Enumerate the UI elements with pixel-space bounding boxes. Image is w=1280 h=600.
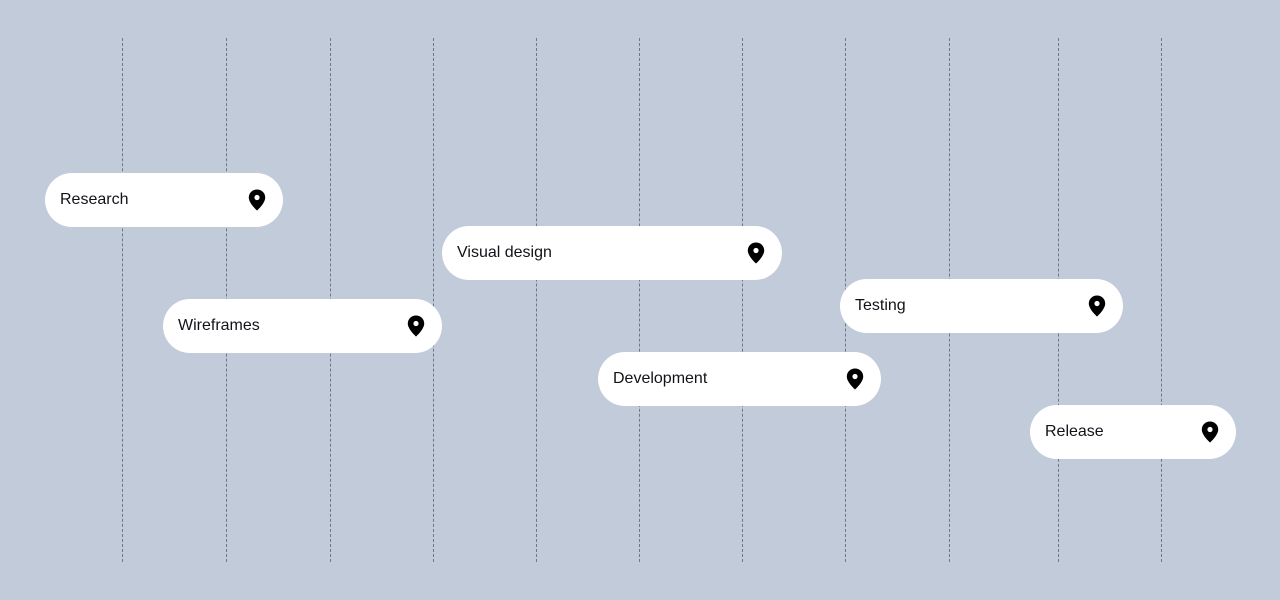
milestone-label: Development (613, 370, 708, 387)
map-pin-icon[interactable] (248, 189, 266, 211)
milestone-label: Release (1045, 423, 1104, 440)
milestone-research[interactable]: Research (45, 173, 283, 227)
map-pin-icon[interactable] (1201, 421, 1219, 443)
milestone-development[interactable]: Development (598, 352, 881, 406)
map-pin-icon[interactable] (747, 242, 765, 264)
map-pin-icon[interactable] (846, 368, 864, 390)
timeline-gridline (1161, 38, 1162, 562)
milestone-label: Wireframes (178, 317, 260, 334)
timeline-gridline (433, 38, 434, 562)
milestone-wireframes[interactable]: Wireframes (163, 299, 442, 353)
milestone-release[interactable]: Release (1030, 405, 1236, 459)
milestone-visual-design[interactable]: Visual design (442, 226, 782, 280)
timeline-gridline (742, 38, 743, 562)
timeline-gridline (639, 38, 640, 562)
milestone-testing[interactable]: Testing (840, 279, 1123, 333)
milestone-label: Research (60, 191, 129, 208)
timeline-gridline (536, 38, 537, 562)
milestone-label: Testing (855, 297, 906, 314)
map-pin-icon[interactable] (1088, 295, 1106, 317)
map-pin-icon[interactable] (407, 315, 425, 337)
milestone-label: Visual design (457, 244, 552, 261)
timeline-gridline (122, 38, 123, 562)
